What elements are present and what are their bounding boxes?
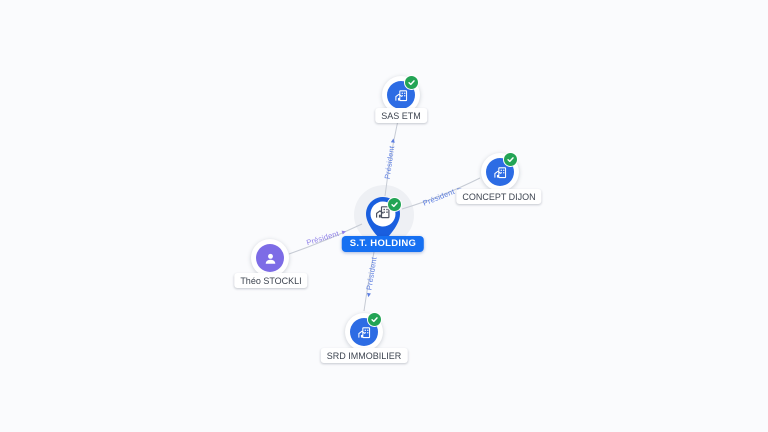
- node-srd-immobilier[interactable]: [345, 312, 383, 351]
- node-label-concept-dijon[interactable]: CONCEPT DIJON: [456, 189, 542, 204]
- node-label-st-holding[interactable]: S.T. HOLDING: [341, 236, 425, 252]
- edge-holding-to-sasetm: [384, 115, 400, 197]
- verified-badge: [404, 75, 419, 90]
- node-concept-dijon[interactable]: [481, 152, 519, 191]
- verified-badge: [367, 312, 382, 327]
- node-label-sas-etm[interactable]: SAS ETM: [375, 108, 427, 123]
- node-sas-etm[interactable]: [382, 75, 420, 114]
- edge-holding-to-srd: [363, 251, 375, 312]
- node-theo-stockli[interactable]: [251, 239, 289, 277]
- node-circle: [251, 239, 289, 277]
- edge-theo-to-holding: [288, 223, 363, 255]
- verified-badge: [387, 197, 402, 212]
- verified-badge: [503, 152, 518, 167]
- node-st-holding[interactable]: [363, 195, 403, 243]
- node-label-theo-stockli[interactable]: Théo STOCKLI: [234, 273, 308, 288]
- node-label-srd-immobilier[interactable]: SRD IMMOBILIER: [320, 348, 408, 363]
- person-icon: [256, 244, 284, 272]
- edge-holding-to-conceptdijon: [401, 177, 481, 210]
